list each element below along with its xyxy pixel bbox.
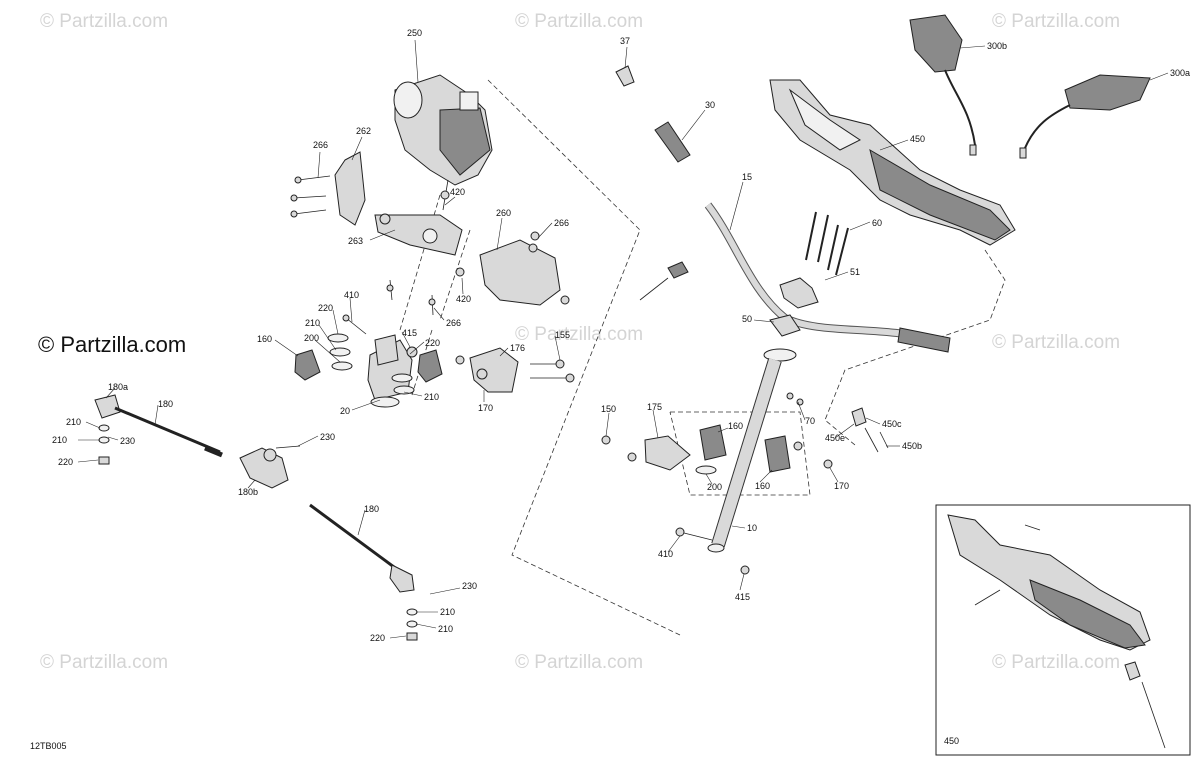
callout-15: 15 xyxy=(742,172,752,182)
callout-20: 20 xyxy=(340,406,350,416)
callout-180a: 180a xyxy=(108,382,128,392)
callout-210-f: 210 xyxy=(438,624,453,634)
callout-210-a: 210 xyxy=(305,318,320,328)
callout-415-b: 415 xyxy=(735,592,750,602)
watermark-main: © Partzilla.com xyxy=(38,332,186,357)
callout-420-b: 420 xyxy=(456,294,471,304)
diagram-code: 12TB005 xyxy=(30,741,67,751)
callout-70: 70 xyxy=(805,416,815,426)
lower-column-20 xyxy=(367,334,413,408)
plug-37 xyxy=(615,65,635,87)
callout-300a: 300a xyxy=(1170,68,1190,78)
callout-160-c: 160 xyxy=(755,481,770,491)
callout-262: 262 xyxy=(356,126,371,136)
callout-450c: 450c xyxy=(882,419,902,429)
steering-arm-180b xyxy=(239,445,301,489)
inset-label-450: 450 xyxy=(944,736,959,746)
callout-266-c: 266 xyxy=(446,318,461,328)
callout-170-a: 170 xyxy=(478,403,493,413)
watermark-bottom-center: © Partzilla.com xyxy=(515,652,643,673)
callout-176: 176 xyxy=(510,343,525,353)
callout-60: 60 xyxy=(872,218,882,228)
callout-300b: 300b xyxy=(987,41,1007,51)
callout-30: 30 xyxy=(705,100,715,110)
callout-410-a: 410 xyxy=(344,290,359,300)
callout-170-b: 170 xyxy=(834,481,849,491)
bushing-160-left xyxy=(294,349,321,381)
callout-155: 155 xyxy=(555,330,570,340)
callout-263: 263 xyxy=(348,236,363,246)
callout-150: 150 xyxy=(601,404,616,414)
clamp-50 xyxy=(769,314,801,337)
callout-266-b: 266 xyxy=(554,218,569,228)
inset-box xyxy=(935,504,1191,756)
watermark-mid-right: © Partzilla.com xyxy=(992,332,1120,353)
callout-160-b: 160 xyxy=(728,421,743,431)
handguard-450 xyxy=(769,79,1016,246)
callout-410-b: 410 xyxy=(658,549,673,559)
callout-210-b: 210 xyxy=(424,392,439,402)
callout-450: 450 xyxy=(910,134,925,144)
watermark-top-right: © Partzilla.com xyxy=(992,11,1120,32)
bolts-60 xyxy=(805,211,849,276)
callout-180-bot: 180 xyxy=(364,504,379,514)
watermark-bottom-right: © Partzilla.com xyxy=(992,652,1120,673)
watermark-mid-center: © Partzilla.com xyxy=(515,324,643,345)
callout-175: 175 xyxy=(647,402,662,412)
bracket-175 xyxy=(644,435,691,471)
callout-210-e: 210 xyxy=(440,607,455,617)
mirror-300a xyxy=(1019,74,1151,159)
steering-gear-assembly xyxy=(393,74,493,211)
steering-column-10 xyxy=(707,357,782,553)
watermarks: © Partzilla.com © Partzilla.com © Partzi… xyxy=(38,11,1120,673)
callout-260: 260 xyxy=(496,208,511,218)
clip-450e xyxy=(851,407,867,427)
leader-lines xyxy=(77,39,1169,639)
callout-230-a: 230 xyxy=(120,436,135,446)
callout-37: 37 xyxy=(620,36,630,46)
callout-266-a: 266 xyxy=(313,140,328,150)
callout-200-b: 200 xyxy=(707,482,722,492)
clamp-51 xyxy=(779,277,819,309)
callout-50: 50 xyxy=(742,314,752,324)
plate-263 xyxy=(374,214,463,256)
callout-180b: 180b xyxy=(238,487,258,497)
callout-180-top: 180 xyxy=(158,399,173,409)
watermark-top-center: © Partzilla.com xyxy=(515,11,643,32)
bracket-176 xyxy=(469,347,519,393)
callout-230-c: 230 xyxy=(462,581,477,591)
callout-200-a: 200 xyxy=(304,333,319,343)
screws-266-left xyxy=(290,175,331,218)
grip-30 xyxy=(654,121,691,163)
callout-160-a: 160 xyxy=(257,334,272,344)
callout-10: 10 xyxy=(747,523,757,533)
callout-220-a: 220 xyxy=(318,303,333,313)
tie-rod-upper xyxy=(94,394,223,458)
grip-right xyxy=(897,327,951,353)
tie-rod-lower xyxy=(309,503,415,593)
callout-450b: 450b xyxy=(902,441,922,451)
callout-230-b: 230 xyxy=(320,432,335,442)
watermark-bottom-left: © Partzilla.com xyxy=(40,652,168,673)
callout-220-b: 220 xyxy=(425,338,440,348)
watermark-top-left: © Partzilla.com xyxy=(40,11,168,32)
bushing-160-right xyxy=(417,349,443,383)
bushing-160-upper xyxy=(699,424,727,461)
callout-420-a: 420 xyxy=(450,187,465,197)
callout-220-c: 220 xyxy=(58,457,73,467)
callout-210-d: 210 xyxy=(52,435,67,445)
callout-220-d: 220 xyxy=(370,633,385,643)
callout-250: 250 xyxy=(407,28,422,38)
bushing-160-lower xyxy=(764,435,791,473)
bracket-262 xyxy=(334,151,366,226)
mirror-300b xyxy=(909,14,977,156)
callout-415-a: 415 xyxy=(402,328,417,338)
callout-labels: 250 262 266 420 263 260 266 420 266 410 … xyxy=(30,28,1190,751)
bracket-260 xyxy=(479,239,561,306)
callout-51: 51 xyxy=(850,267,860,277)
callout-450e: 450e xyxy=(825,433,845,443)
callout-210-c: 210 xyxy=(66,417,81,427)
